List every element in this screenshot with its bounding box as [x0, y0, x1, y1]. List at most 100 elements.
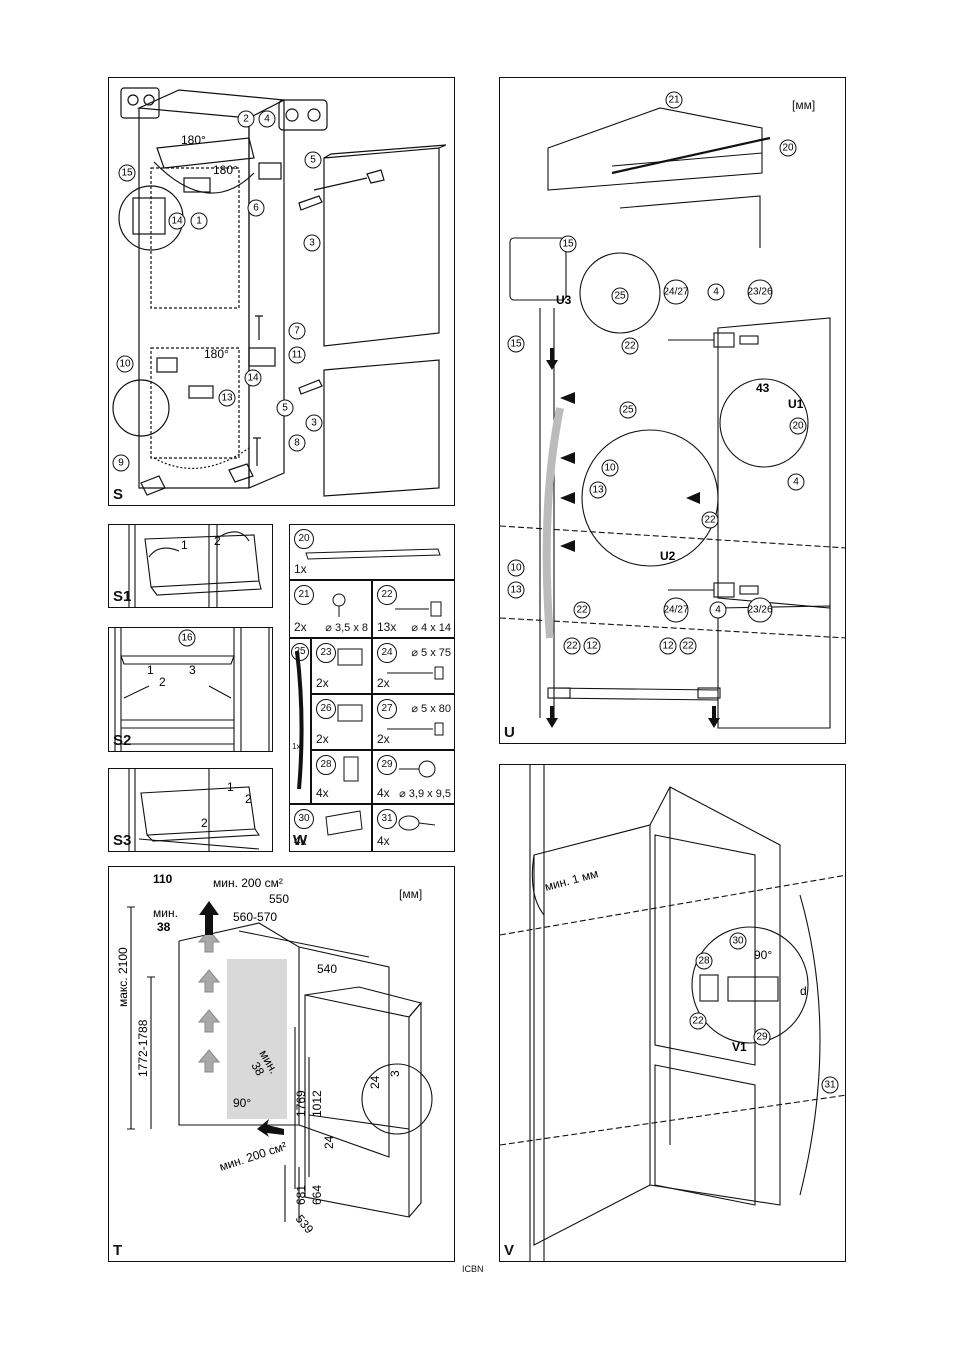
callout-number: 22 [704, 515, 716, 526]
panel-label: U [504, 724, 515, 741]
callout-circle [707, 283, 725, 301]
callout-number: 11 [292, 350, 303, 361]
callout-number: 20 [782, 143, 794, 154]
callout-number: 15 [562, 239, 574, 250]
panel-t-drawing: 110 мин. 200 см² 550 мин. 38 560-570 540… [116, 872, 433, 1237]
callout-number: 12 [586, 641, 598, 652]
panel-s3: 1 2 2 S3 [108, 768, 273, 852]
callout-circle [679, 637, 697, 655]
part-number: 23 [316, 643, 336, 663]
callout-number: 7 [294, 326, 300, 337]
callout-circle [190, 212, 208, 230]
callout-number: 23/26 [747, 287, 772, 298]
callout-number: 5 [310, 155, 316, 166]
callout-circle [288, 346, 306, 364]
callout-circle [247, 199, 265, 217]
dimension: 540 [317, 962, 337, 976]
part-quantity: 4x [377, 786, 390, 800]
panel-s2: 16 1 2 3 S2 [108, 627, 273, 752]
callout-number: 6 [253, 203, 259, 214]
part-number: 26 [316, 699, 336, 719]
callout-circle [753, 1028, 771, 1046]
step-number: 2 [214, 534, 221, 548]
callout-circle [168, 212, 186, 230]
part-number: 27 [377, 699, 397, 719]
panel-label: S [113, 486, 124, 503]
dimension: 539 [293, 1212, 317, 1237]
panel-s1-drawing: 1 2 [128, 525, 262, 607]
dimension: 43 [756, 381, 770, 395]
callout-circle [563, 637, 581, 655]
part-quantity: 1x [294, 562, 307, 576]
panel-label: S2 [113, 732, 132, 749]
callout-circle [116, 355, 134, 373]
part-quantity: 4x [316, 786, 329, 800]
callout-circle [789, 417, 807, 435]
sub-panel-label: U2 [660, 549, 676, 563]
callout-number: 12 [662, 641, 674, 652]
part-number: 24 [377, 643, 397, 663]
step-number: 2 [201, 816, 208, 830]
part-spec: ⌀ 4 x 14 [411, 622, 451, 634]
part-spec: ⌀ 3,9 x 9,5 [399, 788, 451, 800]
callout-circle [507, 559, 525, 577]
part-quantity: 2x [316, 676, 329, 690]
callout-number: 31 [824, 1080, 836, 1091]
callout-number: 4 [715, 605, 721, 616]
part-quantity: 2x [294, 620, 307, 634]
step-number: 3 [189, 663, 196, 677]
angle-label: 180° [204, 347, 229, 361]
callout-number: 2 [243, 114, 249, 125]
callout-circle [787, 473, 805, 491]
callout-number: 22 [682, 641, 694, 652]
callout-number: 22 [624, 341, 636, 352]
callout-number: 28 [698, 956, 710, 967]
callout-circle [304, 151, 322, 169]
callout-number: 13 [221, 393, 233, 404]
callout-circle [559, 235, 577, 253]
sub-panel-label: V1 [732, 1040, 747, 1054]
dimension: 664 [310, 1185, 324, 1205]
panel-label: W [293, 832, 308, 849]
callout-circle [701, 511, 719, 529]
callout-number: 22 [692, 1016, 704, 1027]
panel-s1: 1 2 S1 [108, 524, 273, 608]
part-number: 21 [294, 585, 314, 605]
callout-circle [689, 1012, 707, 1030]
callout-circle [288, 434, 306, 452]
callout-circle [659, 637, 677, 655]
dimension: мин. [153, 906, 178, 920]
callout-number: 14 [171, 216, 183, 227]
sub-panel-label: U3 [556, 293, 572, 307]
dimension: 110 [153, 872, 173, 886]
callout-circle [112, 454, 130, 472]
panel-label: T [113, 1242, 123, 1259]
callout-circle [118, 164, 136, 182]
callout-number: 5 [282, 403, 288, 414]
callout-circle [507, 581, 525, 599]
dimension: 38 [157, 920, 171, 934]
callout-circle [507, 335, 525, 353]
dimension: мин. 200 см² [218, 1139, 289, 1174]
dimension: 90° [233, 1096, 251, 1110]
dimension: 1772-1788 [136, 1019, 150, 1077]
callout-number: 10 [510, 563, 522, 574]
part-spec: ⌀ 3,5 x 8 [325, 622, 368, 634]
angle-label: 180° [213, 163, 238, 177]
callout-circle [747, 279, 773, 305]
callout-circle [583, 637, 601, 655]
callout-circle [663, 597, 689, 623]
part-quantity: 2x [377, 732, 390, 746]
part-quantity: 4x [294, 834, 307, 848]
part-number: 28 [316, 755, 336, 775]
step-number: 1 [147, 663, 154, 677]
